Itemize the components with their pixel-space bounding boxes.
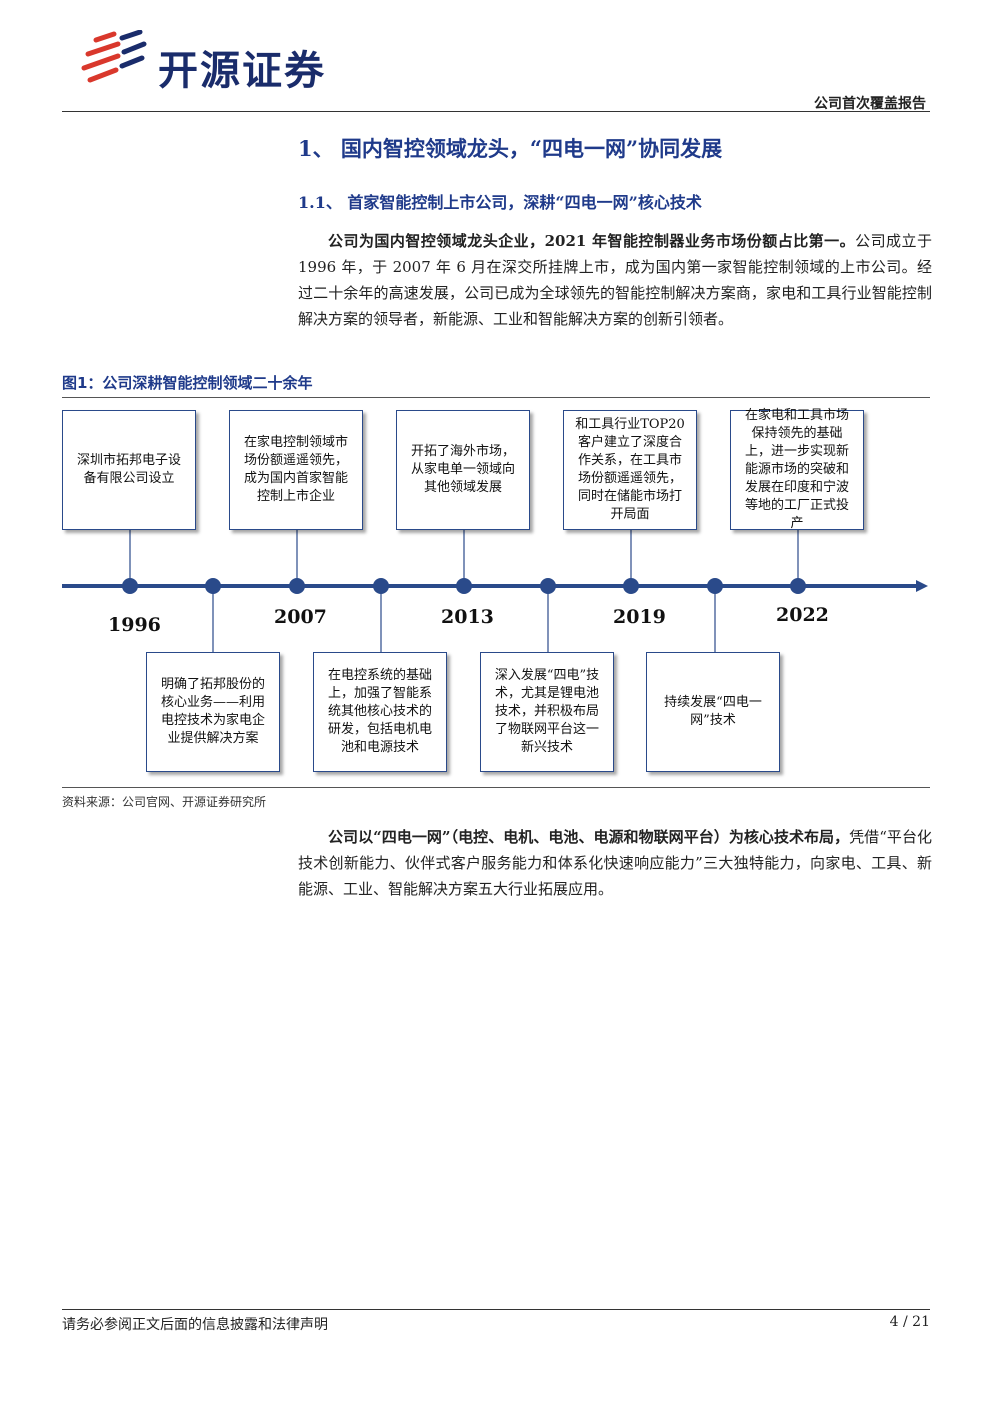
timeline-node bbox=[289, 578, 305, 594]
timeline-node bbox=[122, 578, 138, 594]
timeline-node bbox=[623, 578, 639, 594]
timeline-event-top: 和工具行业TOP20客户建立了深度合作关系，在工具市场份额遥遥领先，同时在储能市… bbox=[563, 410, 697, 530]
year-label: 2022 bbox=[776, 604, 829, 626]
timeline-event-bottom: 明确了拓邦股份的核心业务——利用电控技术为家电企业提供解决方案 bbox=[146, 652, 280, 772]
footer-divider bbox=[62, 1309, 930, 1310]
tech-paragraph: 公司以“四电一网”（电控、电机、电池、电源和物联网平台）为核心技术布局，凭借“平… bbox=[298, 824, 932, 902]
figure-source: 资料来源：公司官网、开源证券研究所 bbox=[62, 795, 267, 809]
tech-bold: 公司以“四电一网”（电控、电机、电池、电源和物联网平台）为核心技术布局， bbox=[328, 828, 850, 846]
year-label: 2019 bbox=[613, 606, 666, 628]
footer-disclaimer: 请务必参阅正文后面的信息披露和法律声明 bbox=[62, 1317, 328, 1333]
timeline-node bbox=[707, 578, 723, 594]
timeline-event-bottom: 在电控系统的基础上，加强了智能系统其他核心技术的研发，包括电机电池和电源技术 bbox=[313, 652, 447, 772]
timeline-node bbox=[205, 578, 221, 594]
year-label: 2013 bbox=[441, 606, 494, 628]
timeline-node bbox=[540, 578, 556, 594]
intro-paragraph: 公司为国内智控领域龙头企业，2021 年智能控制器业务市场份额占比第一。公司成立… bbox=[298, 228, 932, 332]
year-label: 1996 bbox=[108, 614, 161, 636]
page-number: 4 / 21 bbox=[889, 1314, 930, 1330]
figure-title: 图1：公司深耕智能控制领域二十余年 bbox=[62, 374, 313, 392]
timeline-node bbox=[790, 578, 806, 594]
timeline-event-bottom: 深入发展“四电”技术，尤其是锂电池技术，并积极布局了物联网平台这一新兴技术 bbox=[480, 652, 614, 772]
section-heading: 1、 国内智控领域龙头，“四电一网”协同发展 bbox=[298, 136, 723, 161]
timeline-event-top: 开拓了海外市场，从家电单一领域向其他领域发展 bbox=[396, 410, 530, 530]
tech-rest: 凭借“平台化技术创新能力、伙伴式客户服务能力和体系化快速响应能力”三大独特能力，… bbox=[298, 828, 933, 898]
timeline-node bbox=[456, 578, 472, 594]
year-label: 2007 bbox=[274, 606, 327, 628]
intro-bold: 公司为国内智控领域龙头企业，2021 年智能控制器业务市场份额占比第一。 bbox=[328, 232, 856, 250]
timeline-event-bottom: 持续发展“四电一网”技术 bbox=[646, 652, 780, 772]
logo-text: 开源证券 bbox=[158, 48, 326, 94]
report-type: 公司首次覆盖报告 bbox=[814, 96, 926, 112]
logo-mark-icon bbox=[81, 30, 147, 83]
subsection-heading: 1.1、 首家智能控制上市公司，深耕“四电一网”核心技术 bbox=[298, 193, 702, 212]
figure-bottom-rule bbox=[62, 787, 930, 788]
timeline-event-top: 在家电和工具市场保持领先的基础上，进一步实现新能源市场的突破和发展在印度和宁波等… bbox=[730, 408, 864, 531]
timeline-node bbox=[373, 578, 389, 594]
intro-rest: 公司成立于 1996 年，于 2007 年 6 月在深交所挂牌上市，成为国内第一… bbox=[298, 232, 932, 328]
timeline-event-top: 深圳市拓邦电子设备有限公司设立 bbox=[62, 410, 196, 530]
figure-top-rule bbox=[62, 397, 930, 398]
timeline-arrow-icon bbox=[916, 580, 928, 592]
timeline-event-top: 在家电控制领域市场份额遥遥领先，成为国内首家智能控制上市企业 bbox=[229, 410, 363, 530]
header-divider bbox=[62, 111, 930, 112]
